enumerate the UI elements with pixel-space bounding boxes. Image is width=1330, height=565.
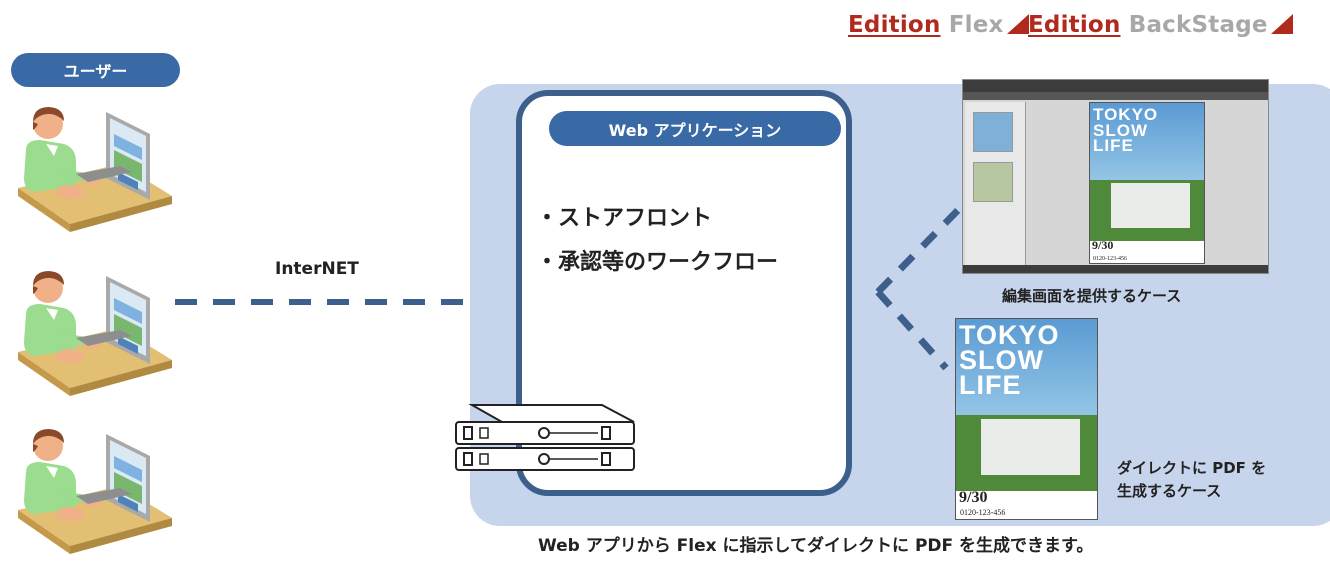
user-icon bbox=[18, 271, 172, 396]
feature-workflow: ・承認等のワークフロー bbox=[536, 250, 779, 275]
edition-backstage-logo: Edition BackStage bbox=[1028, 12, 1293, 38]
red-triangle-icon bbox=[1270, 14, 1293, 34]
editor-menubar bbox=[963, 80, 1268, 92]
users-label: ユーザー bbox=[11, 53, 180, 87]
feature-storefront: ・ストアフロント bbox=[536, 206, 713, 231]
poster-title: TOKYO SLOW LIFE bbox=[959, 320, 1060, 400]
pdf-poster: TOKYO SLOW LIFE 9/30 0120-123-456 bbox=[955, 318, 1098, 520]
server-icon bbox=[455, 404, 635, 471]
edit-screen-caption: 編集画面を提供するケース bbox=[1002, 287, 1182, 305]
web-application-title: Web アプリケーション bbox=[549, 111, 841, 146]
user-icon bbox=[18, 107, 172, 232]
user-icon bbox=[18, 429, 172, 554]
editor-poster: TOKYO SLOW LIFE 9/30 0120-123-456 bbox=[1089, 102, 1205, 264]
poster-date: 9/30 bbox=[959, 489, 988, 506]
edition-flex-logo: Edition Flex bbox=[848, 12, 1029, 38]
editor-thumbnail-panel bbox=[965, 102, 1026, 265]
poster-date: 9/30 bbox=[1092, 238, 1114, 252]
editor-screenshot: TOKYO SLOW LIFE 9/30 0120-123-456 bbox=[962, 79, 1269, 274]
poster-phone: 0120-123-456 bbox=[960, 508, 1006, 517]
footer-caption: Web アプリから Flex に指示してダイレクトに PDF を生成できます。 bbox=[538, 536, 1094, 556]
users-illustration bbox=[18, 107, 470, 554]
poster-phone: 0120-123-456 bbox=[1093, 256, 1127, 262]
branch-line-edit-screen bbox=[875, 201, 967, 295]
branch-lines bbox=[875, 201, 967, 371]
internet-label: InterNET bbox=[275, 259, 359, 279]
editor-toolbar bbox=[963, 92, 1268, 100]
branch-line-direct-pdf bbox=[875, 289, 949, 371]
red-triangle-icon bbox=[1006, 14, 1029, 34]
poster-title: TOKYO SLOW LIFE bbox=[1093, 105, 1159, 156]
direct-pdf-caption-line2: 生成するケース bbox=[1117, 482, 1222, 500]
direct-pdf-caption-line1: ダイレクトに PDF を bbox=[1117, 459, 1267, 477]
editor-statusbar bbox=[963, 265, 1268, 273]
